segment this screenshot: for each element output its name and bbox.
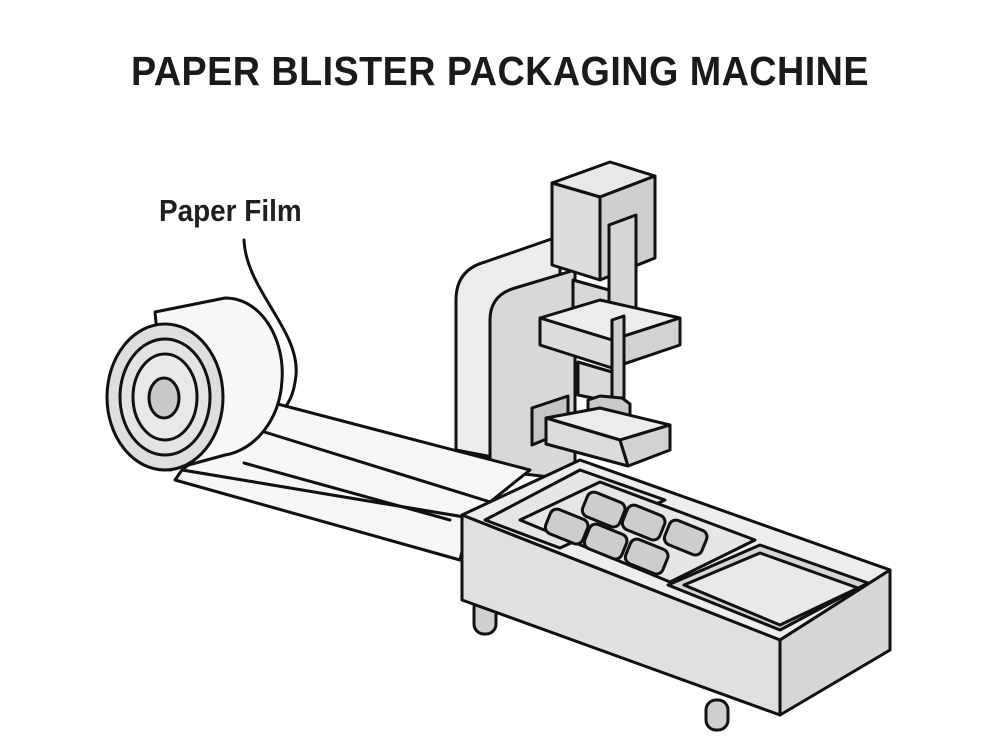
- output-tray: [666, 543, 870, 632]
- diagram-title: PAPER BLISTER PACKAGING MACHINE: [131, 48, 869, 94]
- press-head: [550, 160, 657, 332]
- blister-cavity: [662, 518, 709, 557]
- press-upper-block: [538, 298, 682, 370]
- press-lower-block: [530, 394, 672, 468]
- blister-cavity: [543, 507, 590, 546]
- blister-cavity: [582, 522, 629, 561]
- paper-film-roll: [105, 296, 284, 472]
- blister-cavity: [580, 490, 627, 529]
- blister-cavities: [543, 490, 709, 576]
- blister-cavity: [620, 503, 667, 542]
- leg-right: [704, 698, 730, 732]
- blister-cavity: [623, 537, 670, 576]
- roll-core: [147, 376, 181, 420]
- paper-film-label: Paper Film: [159, 193, 302, 228]
- label-leader-line: [242, 238, 298, 412]
